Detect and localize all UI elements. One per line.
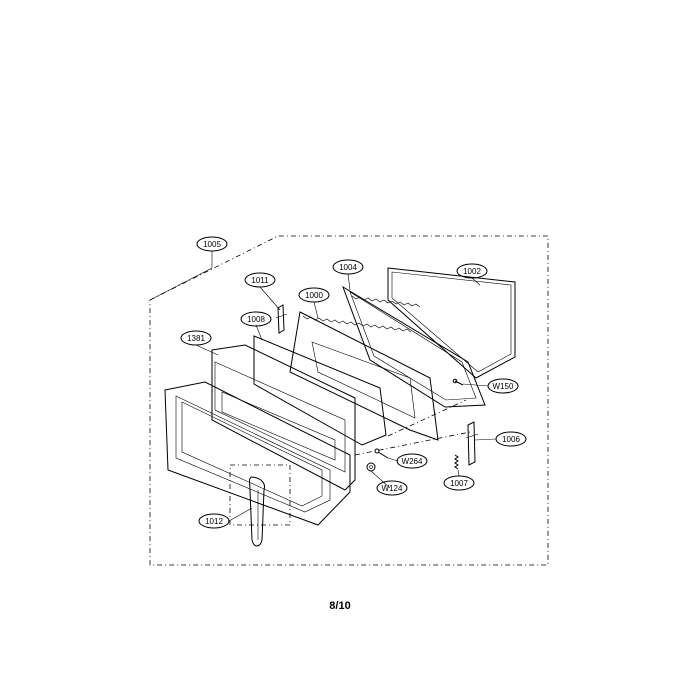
part-1012-handle bbox=[229, 464, 291, 547]
part-1002-panel bbox=[387, 267, 516, 379]
callout-1002: 1002 bbox=[456, 263, 488, 279]
callout-1007: 1007 bbox=[443, 475, 475, 491]
callout-1000-text: 1000 bbox=[305, 291, 323, 300]
callout-1012: 1012 bbox=[198, 513, 230, 529]
callout-1006-text: 1006 bbox=[502, 435, 520, 444]
callout-w150-text: W150 bbox=[493, 382, 514, 391]
callout-1381: 1381 bbox=[180, 330, 212, 346]
leader-lines bbox=[149, 251, 497, 522]
callout-w124: W124 bbox=[376, 480, 408, 496]
part-w264-screw bbox=[374, 448, 389, 459]
part-w124-washer bbox=[366, 462, 376, 472]
callout-1012-text: 1012 bbox=[205, 517, 223, 526]
callout-1008-text: 1008 bbox=[247, 315, 265, 324]
callout-1006: 1006 bbox=[495, 431, 527, 447]
alignment-line-1 bbox=[354, 431, 471, 456]
part-1007-spring bbox=[454, 454, 459, 470]
part-1006-latch bbox=[465, 421, 479, 466]
part-w150-screw bbox=[452, 378, 464, 386]
page-number: 8/10 bbox=[329, 600, 351, 612]
callout-1004-text: 1004 bbox=[339, 263, 357, 272]
callout-w264-text: W264 bbox=[402, 457, 423, 466]
callout-1007-text: 1007 bbox=[450, 479, 468, 488]
callout-1008: 1008 bbox=[240, 311, 272, 327]
part-1381-door-body bbox=[211, 344, 356, 491]
callout-1004: 1004 bbox=[332, 259, 364, 275]
assembly-boundary bbox=[149, 235, 549, 566]
callout-1002-text: 1002 bbox=[463, 267, 481, 276]
callout-w124-text: W124 bbox=[382, 484, 403, 493]
callout-1011-text: 1011 bbox=[251, 276, 269, 285]
callout-1005: 1005 bbox=[196, 236, 228, 252]
callout-w264: W264 bbox=[396, 453, 428, 469]
outer-door-frame bbox=[164, 381, 351, 526]
callout-1000: 1000 bbox=[298, 287, 330, 303]
callout-1381-text: 1381 bbox=[187, 334, 205, 343]
part-1008-sheet bbox=[253, 335, 387, 446]
callout-1011: 1011 bbox=[244, 272, 276, 288]
alignment-line-2 bbox=[387, 399, 467, 437]
part-1011-hinge bbox=[275, 304, 288, 334]
callout-1005-text: 1005 bbox=[203, 240, 221, 249]
callout-w150: W150 bbox=[487, 378, 519, 394]
part-1004-frame bbox=[342, 285, 486, 408]
